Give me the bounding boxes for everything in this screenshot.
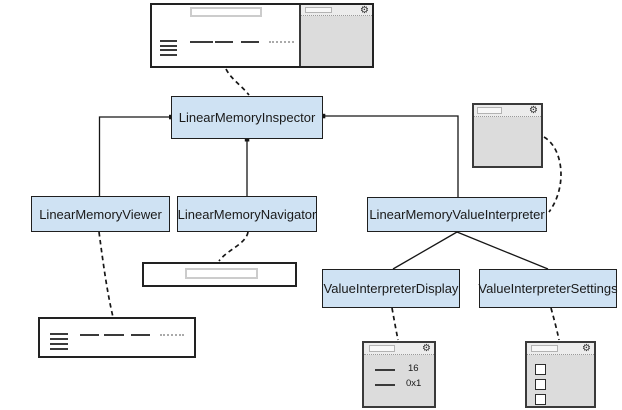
gear-icon[interactable]: ⚙ [582,343,591,354]
edge-panel-interpreter [543,136,562,213]
interpreter-ui-mockup: ⚙ [472,103,543,168]
node-linear-memory-inspector: LinearMemoryInspector [171,96,323,139]
mini-input[interactable] [369,345,395,352]
edge-interpreter-settings [456,231,549,270]
node-label: ValueInterpreterSettings [478,281,618,296]
value-type-dash [375,384,395,386]
address-input[interactable] [190,7,262,17]
navigator-ui-mockup [142,262,297,287]
node-linear-memory-value-interpreter: LinearMemoryValueInterpreter [367,197,547,232]
edge-endcap [320,113,326,119]
value-type-dash [375,369,395,371]
inspector-mockup-viewer-pane [152,5,299,66]
panel-header: ⚙ [474,105,541,117]
panel-header: ⚙ [527,343,594,355]
panel-header: ⚙ [301,5,372,16]
node-label: LinearMemoryValueInterpreter [369,207,545,222]
gear-icon[interactable]: ⚙ [422,343,431,354]
row-address-label [160,49,177,51]
address-input[interactable] [185,268,258,279]
edge-navigator-mockup [218,231,249,262]
edge-viewer-mockup [98,231,114,318]
node-label: ValueInterpreterDisplay [323,281,459,296]
node-linear-memory-viewer: LinearMemoryViewer [31,196,170,232]
settings-ui-mockup: ⚙ [525,341,596,408]
settings-checkbox[interactable] [535,364,546,375]
node-linear-memory-navigator: LinearMemoryNavigator [177,196,317,232]
edge-settings-mockup [550,307,560,341]
mini-input[interactable] [477,107,502,114]
interpreted-value: 0x1 [406,378,422,389]
node-value-interpreter-display: ValueInterpreterDisplay [322,269,460,308]
row-address-label [50,333,68,335]
memory-bytes-dash [80,334,99,336]
edge-display-mockup [391,307,399,341]
row-address-label [160,53,177,56]
memory-ascii-dots [160,334,184,336]
node-label: LinearMemoryNavigator [177,206,317,222]
row-address-label [50,338,68,340]
row-address-label [50,348,68,350]
edge-inspector-interpreter [323,115,459,197]
gear-icon[interactable]: ⚙ [529,105,538,116]
viewer-ui-mockup [38,317,196,358]
inspector-mockup-interpreter-pane: ⚙ [299,5,372,66]
node-label: LinearMemoryInspector [178,110,316,125]
memory-bytes-dash [241,41,259,43]
memory-bytes-dash [131,334,150,336]
interpreted-value: 16 [408,363,419,374]
edge-endcap [244,137,250,142]
memory-bytes-dash [215,41,233,43]
edge-inspector-viewer [98,116,171,196]
inspector-ui-mockup: ⚙ [150,3,374,68]
node-value-interpreter-settings: ValueInterpreterSettings [478,269,618,308]
node-label: LinearMemoryViewer [39,206,162,222]
memory-ascii-dots [269,41,294,43]
edge-topmockup-inspector [225,68,250,96]
mini-input[interactable] [305,6,332,13]
panel-header: ⚙ [364,343,434,355]
gear-icon[interactable]: ⚙ [360,5,369,16]
memory-bytes-dash [104,334,124,336]
mini-input[interactable] [531,345,558,352]
row-address-label [160,40,177,42]
settings-checkbox[interactable] [535,394,546,405]
memory-bytes-dash [190,41,213,43]
display-ui-mockup: ⚙ 16 0x1 [362,341,436,408]
row-address-label [50,343,68,345]
row-address-label [160,44,177,47]
settings-checkbox[interactable] [535,379,546,390]
edge-interpreter-display [392,231,458,270]
